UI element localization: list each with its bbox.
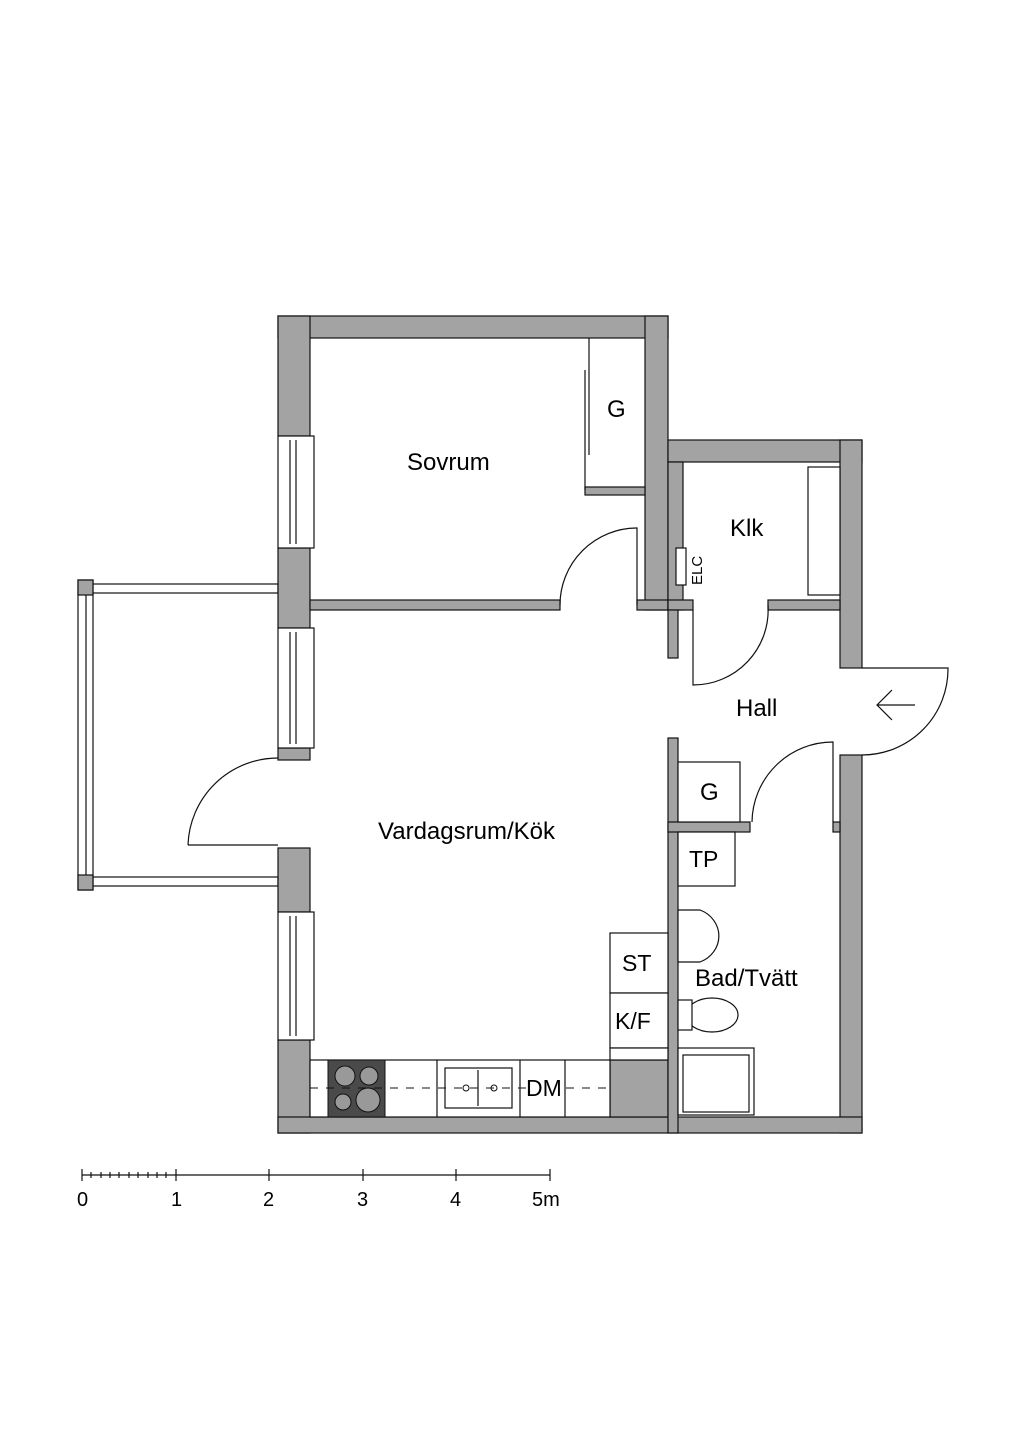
scale-label: 1 — [171, 1189, 183, 1211]
scale-label: 2 — [263, 1189, 275, 1211]
entry-door — [861, 667, 949, 756]
scale-label: 3 — [357, 1189, 369, 1211]
scale-label: 0 — [77, 1189, 89, 1211]
klk-door — [692, 604, 769, 686]
entry-arrow-icon — [876, 689, 915, 721]
doors — [187, 338, 949, 846]
room-label-sovrum: Sovrum — [407, 449, 490, 476]
tp-label: TP — [689, 846, 719, 872]
scale-bar — [81, 1169, 551, 1181]
scale-label: 5m — [532, 1189, 560, 1211]
fixtures — [309, 466, 841, 1118]
kf-label: K/F — [615, 1008, 651, 1034]
walls — [277, 315, 863, 1134]
room-label-bad: Bad/Tvätt — [695, 965, 798, 992]
room-label-hall: Hall — [736, 695, 778, 722]
elc-box — [675, 547, 687, 586]
windows — [277, 435, 315, 1041]
dm-label: DM — [526, 1075, 562, 1102]
sovrum-door — [559, 527, 638, 606]
klk-shelf — [807, 466, 841, 596]
closet-label-hall: G — [700, 779, 719, 806]
room-label-klk: Klk — [730, 515, 764, 542]
room-label-vardagsrum: Vardagsrum/Kök — [378, 818, 555, 845]
elc-label: ELC — [689, 555, 706, 585]
closet-label-sovrum: G — [607, 396, 626, 423]
balcony-door — [187, 757, 279, 846]
washbasin — [677, 909, 720, 963]
scale-label: 4 — [450, 1189, 462, 1211]
balcony — [77, 579, 279, 891]
st-label: ST — [622, 950, 652, 976]
bath-door — [751, 741, 834, 823]
